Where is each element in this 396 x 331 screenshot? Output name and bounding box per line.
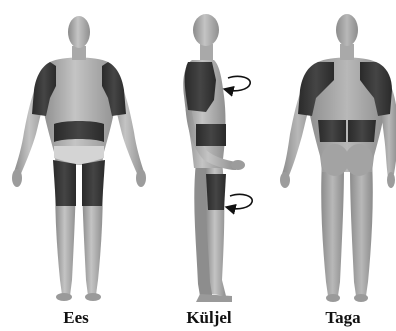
front-left-hand	[12, 169, 22, 187]
rotation-arrow-lower	[230, 194, 252, 208]
side-front-foot	[196, 294, 232, 302]
front-right-thigh-pad	[82, 160, 105, 206]
side-neck	[200, 44, 213, 60]
back-figure	[280, 14, 396, 302]
side-view-label: Küljel	[159, 308, 259, 328]
rotation-arrow-upper	[228, 76, 250, 90]
back-left-buttock	[321, 144, 349, 176]
front-left-thigh-pad	[53, 160, 76, 206]
back-view-label: Taga	[293, 308, 393, 328]
front-view-label: Ees	[26, 308, 126, 328]
back-neck	[340, 44, 354, 60]
side-figure	[183, 14, 252, 302]
back-lower-band-right	[348, 120, 376, 142]
back-left-leg	[321, 160, 344, 296]
front-right-hand	[136, 169, 146, 187]
front-waist-band	[54, 121, 104, 142]
front-head	[68, 16, 90, 48]
back-right-buttock	[345, 144, 373, 176]
back-lower-band	[318, 120, 346, 142]
back-right-leg	[350, 160, 373, 296]
front-right-foot	[85, 293, 101, 301]
side-hand	[231, 160, 245, 170]
side-head	[193, 14, 219, 46]
front-left-foot	[56, 293, 72, 301]
front-neck	[72, 46, 86, 60]
back-right-foot	[354, 294, 368, 302]
side-thigh-pad	[206, 174, 226, 210]
back-head	[336, 14, 358, 46]
front-figure	[12, 16, 146, 301]
back-left-foot	[326, 294, 340, 302]
back-left-hand	[280, 172, 290, 188]
back-right-hand	[387, 172, 395, 188]
side-waist-band	[196, 124, 226, 146]
